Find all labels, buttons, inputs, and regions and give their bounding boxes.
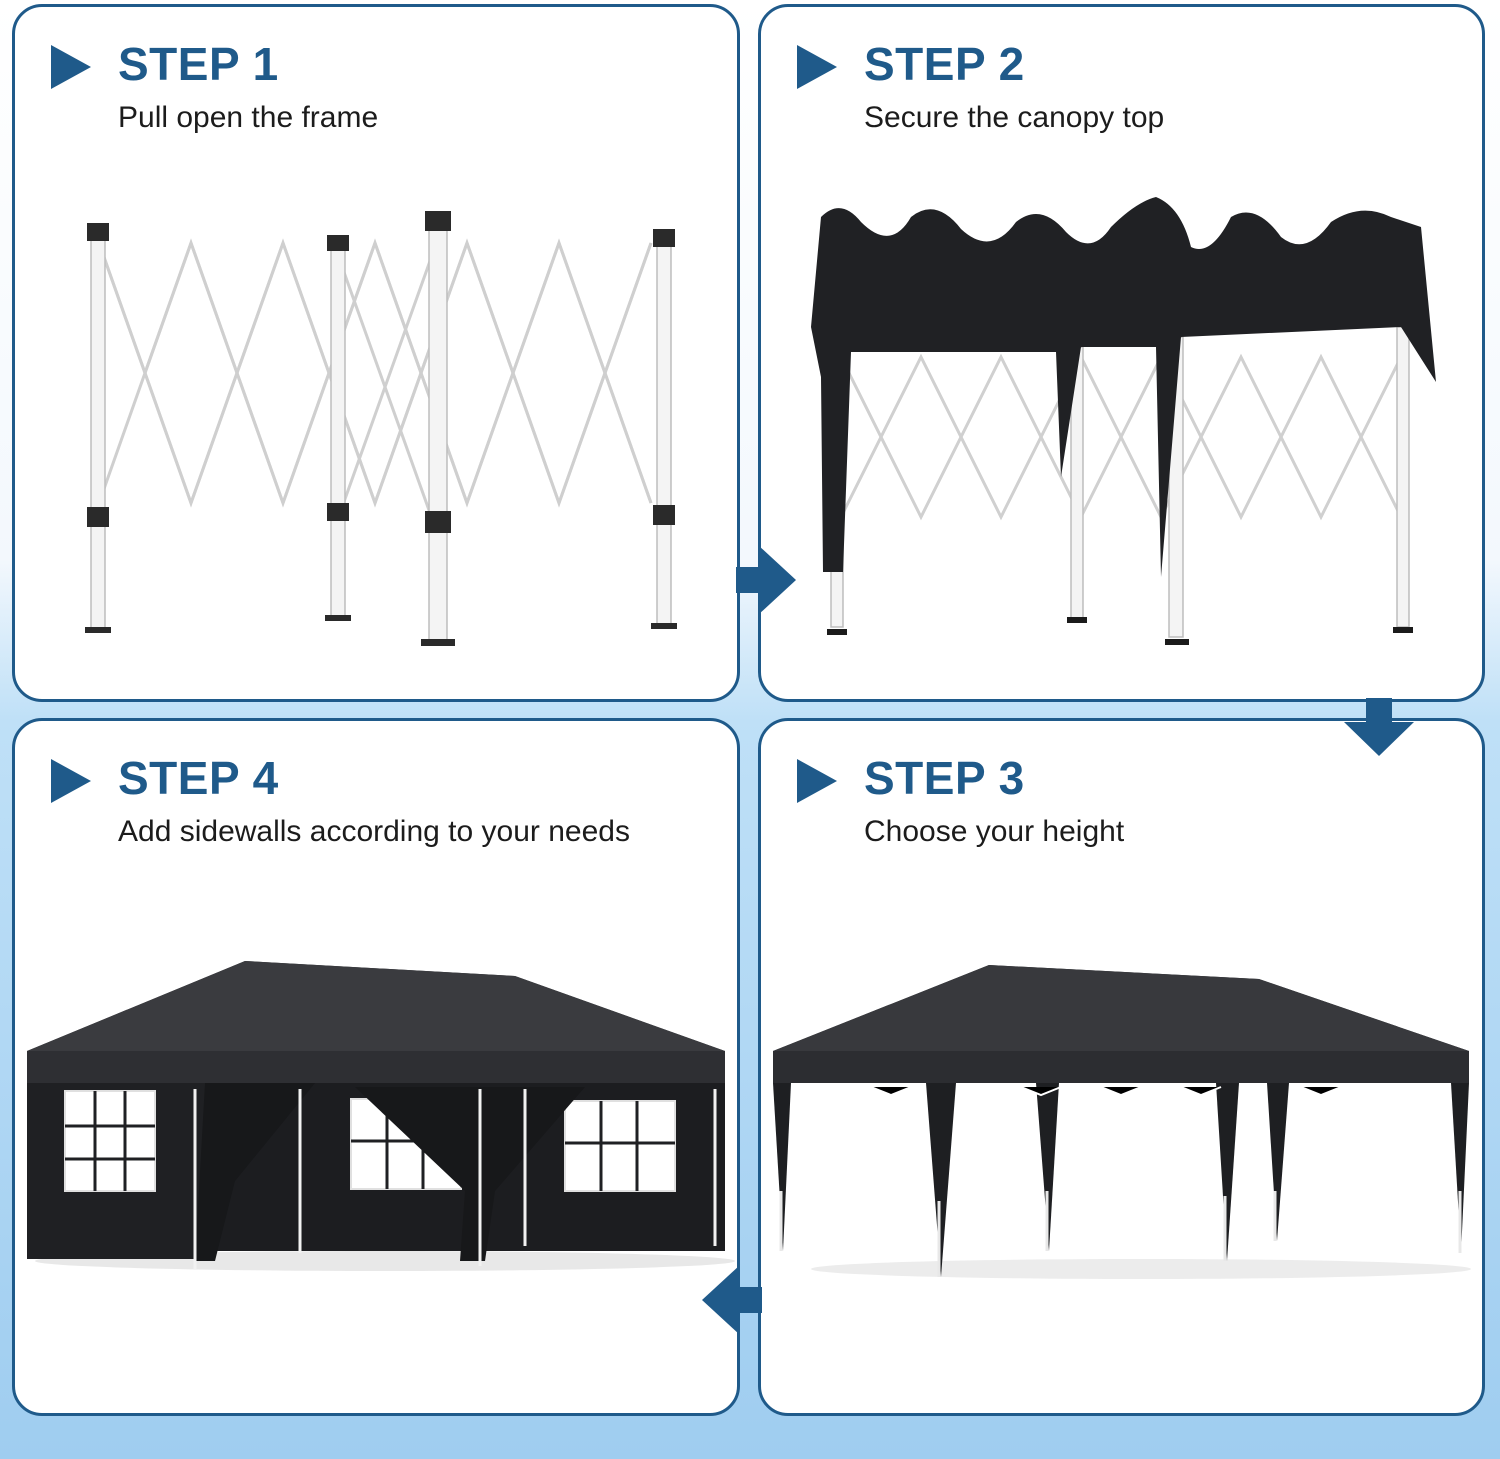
play-triangle-icon xyxy=(51,759,91,803)
flow-arrow-icon xyxy=(702,1265,762,1335)
step-4-title: STEP 4 xyxy=(118,752,279,804)
step-2-title: STEP 2 xyxy=(864,38,1025,90)
play-triangle-icon xyxy=(51,45,91,89)
step-4-subtitle: Add sidewalls according to your needs xyxy=(118,815,630,848)
step-2-subtitle: Secure the canopy top xyxy=(864,101,1165,134)
canopy-draped-illustration xyxy=(811,197,1436,645)
flow-arrow-icon xyxy=(1344,698,1414,756)
step-2-card: STEP 2 Secure the canopy top xyxy=(758,4,1485,702)
play-triangle-icon xyxy=(797,45,837,89)
canopy-fabric xyxy=(811,197,1436,577)
step-1-title: STEP 1 xyxy=(118,38,279,90)
play-triangle-icon xyxy=(797,759,837,803)
tent-with-sidewalls-illustration xyxy=(27,961,735,1271)
step-1-subtitle: Pull open the frame xyxy=(118,101,379,134)
step-3-card: STEP 3 Choose your height xyxy=(758,718,1485,1416)
step-4-card: STEP 4 Add sidewalls according to your n… xyxy=(12,718,740,1416)
flow-arrow-icon xyxy=(736,545,796,615)
tent-open-illustration xyxy=(773,965,1471,1279)
step-3-subtitle: Choose your height xyxy=(864,815,1125,848)
step-3-title: STEP 3 xyxy=(864,752,1025,804)
open-frame-illustration xyxy=(85,211,677,646)
step-1-card: STEP 1 Pull open the frame xyxy=(12,4,740,702)
